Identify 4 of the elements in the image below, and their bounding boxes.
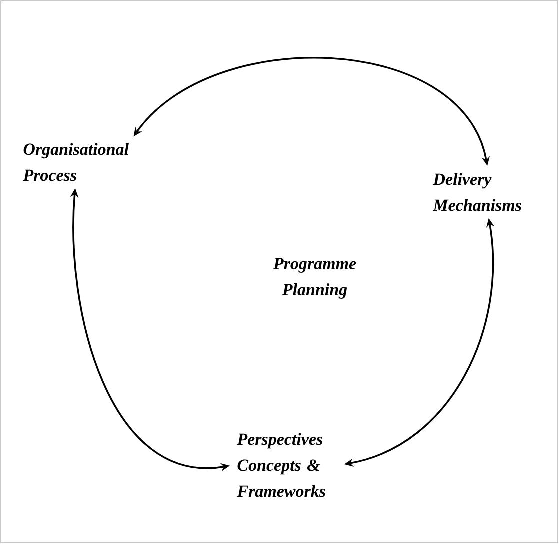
cycle-label: Delivery Mechanisms [432, 173, 522, 212]
cycle-label: Organisational Process [23, 143, 129, 182]
cycle-label: Perspectives Concepts & Frameworks [237, 433, 326, 498]
center-label: Programme Planning [273, 258, 356, 299]
